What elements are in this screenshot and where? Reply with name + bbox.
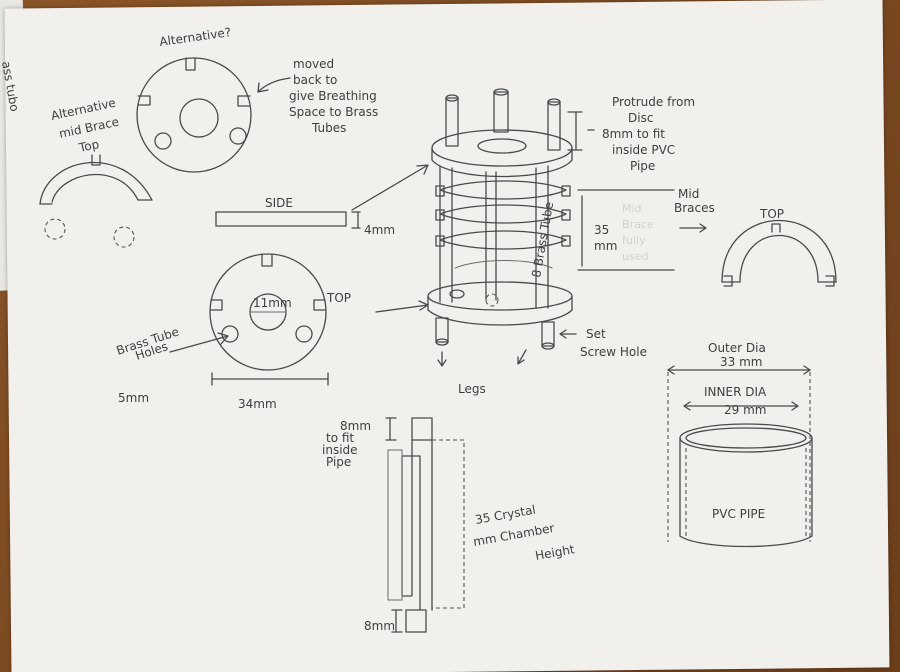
arrow-set-screw — [559, 329, 577, 339]
svg-text:moved: moved — [293, 57, 334, 71]
height-35: 35 — [594, 223, 609, 237]
assembly-drawing — [427, 88, 573, 350]
alternative-mid-brace — [39, 154, 153, 248]
leg-top-note: 8mm to fit inside Pipe — [322, 419, 371, 469]
svg-text:INNER DIA: INNER DIA — [704, 385, 767, 399]
svg-text:to fit: to fit — [326, 431, 354, 445]
svg-text:Brace: Brace — [622, 218, 654, 231]
svg-text:35 Crystal: 35 Crystal — [474, 503, 537, 527]
center-hole-label: 11mm — [253, 296, 292, 310]
svg-text:8mm to fit: 8mm to fit — [602, 127, 665, 141]
side-thickness: 4mm — [364, 223, 395, 237]
svg-text:29 mm: 29 mm — [724, 403, 766, 417]
brass-tube-label: 8 Brass Tube — [529, 201, 556, 279]
mid-top-label: TOP — [759, 207, 784, 221]
set-screw-note: Set Screw Hole — [580, 327, 647, 359]
arrow-holes — [169, 332, 229, 353]
svg-text:inside PVC: inside PVC — [612, 143, 675, 157]
svg-text:fully: fully — [622, 234, 646, 247]
svg-text:33 mm: 33 mm — [720, 355, 762, 369]
svg-text:Mid: Mid — [622, 202, 642, 215]
side-view-strip — [215, 211, 361, 229]
svg-text:Set: Set — [586, 327, 606, 341]
pvc-pipe-label: PVC PIPE — [712, 507, 765, 521]
alternative-mid-brace-note: Alternative mid Brace Top — [50, 96, 121, 156]
arrow-side — [351, 164, 429, 211]
svg-text:Space to Brass: Space to Brass — [289, 105, 378, 119]
svg-text:Height: Height — [534, 542, 576, 563]
svg-text:give Breathing: give Breathing — [289, 89, 377, 103]
svg-text:Protrude from: Protrude from — [612, 95, 695, 109]
height-35-unit: mm — [594, 239, 617, 253]
svg-text:Pipe: Pipe — [326, 455, 351, 469]
hole-size-label: 5mm — [118, 391, 149, 405]
pvc-pipe-drawing — [667, 365, 813, 548]
svg-text:Braces: Braces — [674, 201, 715, 215]
svg-text:used: used — [622, 250, 648, 263]
chamber-note: 35 Crystal mm Chamber Height — [472, 503, 576, 563]
protrude-note: Protrude from Disc 8mm to fit inside PVC… — [602, 95, 695, 173]
bracket-mid-braces — [577, 189, 675, 271]
outer-dia-note: Outer Dia 33 mm — [708, 341, 766, 369]
edge-text-1: ass tubo — [0, 60, 22, 113]
arrow-leg-left — [437, 351, 447, 367]
mid-braces-note: Mid Braces — [674, 187, 715, 215]
inner-dia-note: INNER DIA 29 mm — [704, 385, 767, 417]
leg-detail — [385, 417, 465, 633]
svg-text:Disc: Disc — [628, 111, 653, 125]
legs-label: Legs — [458, 382, 486, 396]
svg-text:inside: inside — [322, 443, 358, 457]
alternative-label: Alternative? — [158, 25, 231, 49]
disc-width-label: 34mm — [238, 397, 277, 411]
arrow-leg-right — [517, 349, 527, 365]
moved-back-note: moved back to give Breathing Space to Br… — [289, 57, 378, 135]
top-disc-label: TOP — [326, 291, 351, 305]
svg-text:back to: back to — [293, 73, 337, 87]
arrow-top — [375, 300, 429, 313]
top-disc — [209, 253, 329, 386]
arrow-mid-braces — [679, 223, 707, 233]
svg-text:Outer Dia: Outer Dia — [708, 341, 766, 355]
erased-text: Mid Brace fully used — [622, 202, 654, 263]
arrow-moved — [257, 77, 291, 93]
svg-text:Screw Hole: Screw Hole — [580, 345, 647, 359]
svg-text:8mm: 8mm — [340, 419, 371, 433]
alternative-top-disc — [136, 57, 252, 173]
svg-text:Tubes: Tubes — [311, 121, 346, 135]
mid-brace-top-view — [721, 220, 837, 287]
svg-text:Mid: Mid — [678, 187, 699, 201]
bracket-protrude — [567, 111, 583, 151]
leg-bottom-8mm: 8mm — [364, 619, 395, 633]
brass-tube-holes-note: Brass Tube Holes — [115, 324, 181, 362]
svg-text:Top: Top — [77, 137, 101, 155]
svg-text:Pipe: Pipe — [630, 159, 655, 173]
side-label: SIDE — [265, 196, 293, 210]
